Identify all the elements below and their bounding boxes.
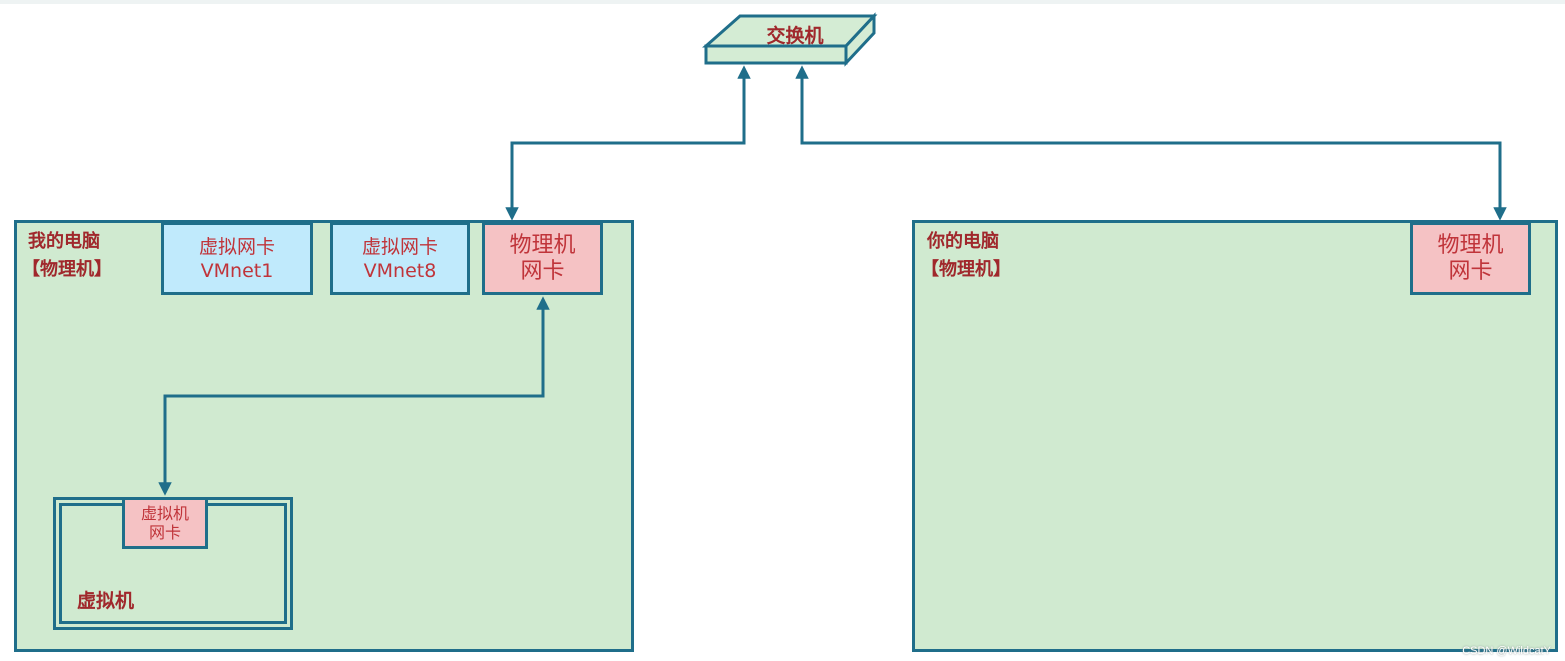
your-physical-nic-line2: 网卡 bbox=[1448, 258, 1493, 284]
switch-device bbox=[702, 12, 878, 67]
my-physical-nic-line1: 物理机 bbox=[509, 232, 576, 258]
virtual-machine-label: 虚拟机 bbox=[77, 590, 135, 612]
vm-nic-line2: 网卡 bbox=[148, 523, 181, 542]
vm-nic-line1: 虚拟机 bbox=[140, 504, 189, 523]
my-computer-title: 我的电脑 bbox=[28, 231, 100, 252]
my-physical-nic: 物理机 网卡 bbox=[482, 222, 603, 295]
link-switch-my-nic bbox=[505, 65, 751, 221]
switch-label: 交换机 bbox=[766, 25, 824, 47]
your-computer-title: 你的电脑 bbox=[927, 231, 999, 252]
your-physical-nic-line1: 物理机 bbox=[1437, 232, 1504, 258]
my-computer-subtitle: 【物理机】 bbox=[22, 259, 112, 280]
top-divider bbox=[0, 0, 1565, 4]
vmnet1-nic: 虚拟网卡 VMnet1 bbox=[161, 222, 313, 295]
my-physical-nic-line2: 网卡 bbox=[520, 258, 565, 284]
your-computer-subtitle: 【物理机】 bbox=[921, 259, 1011, 280]
vmnet8-nic: 虚拟网卡 VMnet8 bbox=[330, 222, 470, 295]
vmnet1-nic-line2: VMnet1 bbox=[200, 259, 274, 282]
vmnet8-nic-line1: 虚拟网卡 bbox=[361, 235, 438, 258]
link-my-nic-vm-nic bbox=[158, 296, 550, 496]
your-physical-nic: 物理机 网卡 bbox=[1410, 222, 1531, 295]
vm-nic: 虚拟机 网卡 bbox=[122, 497, 208, 549]
watermark: CSDN @WildcatY bbox=[1462, 645, 1551, 657]
vmnet1-nic-line1: 虚拟网卡 bbox=[198, 235, 275, 258]
vmnet8-nic-line2: VMnet8 bbox=[363, 259, 437, 282]
link-switch-your-nic bbox=[795, 65, 1507, 221]
